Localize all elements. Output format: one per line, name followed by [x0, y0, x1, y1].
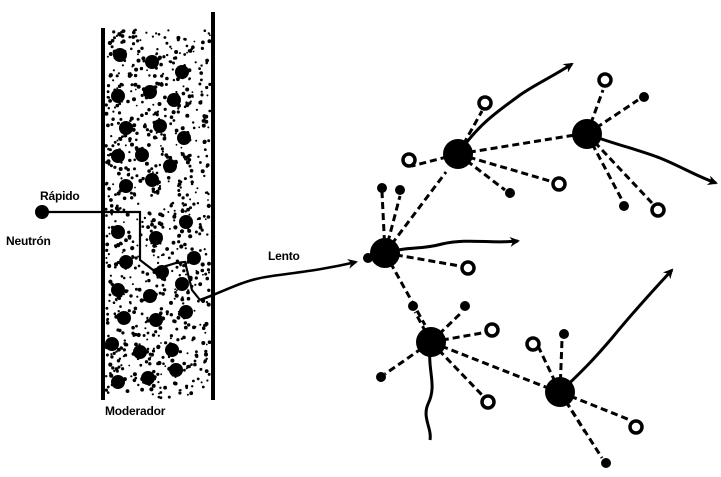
label-rapido: Rápido	[40, 189, 80, 203]
incoming-neutron	[35, 205, 49, 219]
label-moderador: Moderador	[105, 404, 166, 418]
nucleus-3	[572, 72, 718, 218]
nucleus-2	[401, 62, 576, 198]
nucleus-4	[376, 301, 549, 441]
neutron-path	[35, 205, 201, 301]
moderator-slab	[101, 12, 215, 400]
label-lento: Lento	[268, 249, 300, 263]
nucleus-1	[363, 171, 520, 326]
moderator-atoms	[105, 48, 201, 389]
label-neutron: Neutrón	[6, 234, 51, 248]
moderator-particles	[104, 28, 212, 400]
slow-neutron-arrow	[199, 258, 358, 302]
nucleus-5	[525, 268, 674, 468]
